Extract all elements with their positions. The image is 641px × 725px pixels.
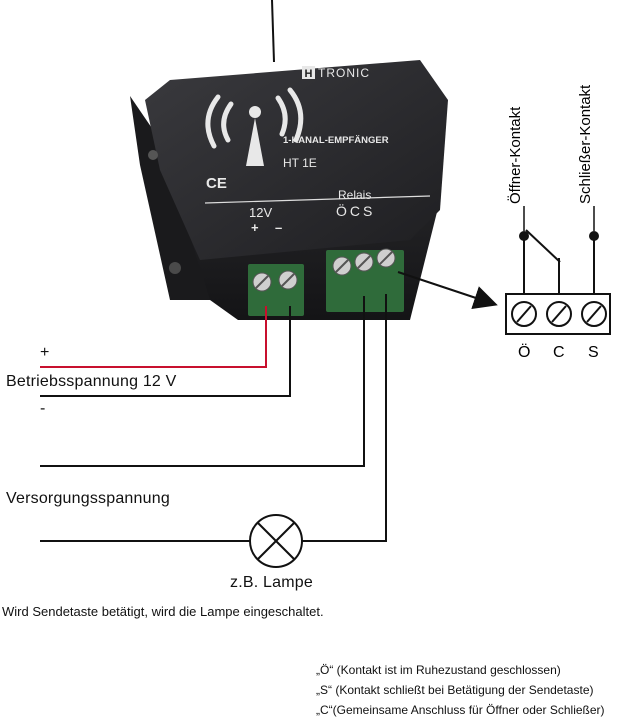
lamp-icon [249, 514, 303, 568]
radio-wave-antenna-icon [205, 87, 304, 166]
brand-letter: H [305, 68, 313, 80]
model-code: HT 1E [283, 156, 317, 170]
plus-wire [40, 306, 267, 368]
legend-s: „S“ (Kontakt schließt bei Betätigung der… [316, 683, 594, 697]
terminal-s-label: S [588, 344, 599, 361]
operating-voltage-label: Betriebsspannung 12 V [6, 373, 177, 390]
supply-voltage-label: Versorgungsspannung [6, 490, 170, 507]
terminal-c-label: C [553, 344, 565, 361]
terminal-screw-c [546, 301, 572, 327]
voltage-label: 12V [249, 205, 272, 220]
callout-arrow [397, 271, 498, 310]
screw-icon [148, 150, 158, 160]
terminal-o-label: Ö [518, 343, 530, 361]
polarity-minus: – [275, 220, 282, 235]
wires [40, 271, 498, 542]
supply-wire [40, 296, 365, 467]
legend-o: „Ö“ (Kontakt ist im Ruhezustand geschlos… [316, 663, 561, 677]
terminal-screw-s [581, 301, 607, 327]
minus-sign: - [40, 400, 46, 417]
closer-label: Schließer-Kontakt [577, 84, 594, 204]
brand-logo-box [302, 66, 315, 79]
terminal-block-power[interactable] [248, 264, 304, 316]
opener-label: Öffner-Kontakt [506, 106, 524, 204]
brand-name: TRONIC [318, 66, 370, 80]
lamp-wire-right [302, 294, 387, 542]
minus-wire [40, 306, 291, 397]
explanation-sentence: Wird Sendetaste betätigt, wird die Lampe… [2, 604, 324, 619]
legend-c: „C“(Gemeinsame Anschluss für Öffner oder… [316, 703, 605, 717]
ce-mark: CE [206, 175, 227, 192]
relais-label: Relais [338, 188, 371, 202]
relais-terminals: ÖCS [336, 202, 375, 219]
terminal-block-relay[interactable] [326, 248, 404, 312]
polarity-plus: + [251, 220, 259, 235]
contact-block: Öffner-Kontakt Schließer-Kontakt Ö C S [505, 84, 611, 361]
model-title: 1-KANAL-EMPFÄNGER [283, 135, 389, 146]
plus-sign: + [40, 344, 50, 361]
lamp-label: z.B. Lampe [230, 574, 313, 591]
screw-icon [169, 262, 181, 274]
receiver-housing [130, 60, 448, 320]
terminal-screw-o [511, 301, 537, 327]
antenna-wire [271, 0, 275, 63]
